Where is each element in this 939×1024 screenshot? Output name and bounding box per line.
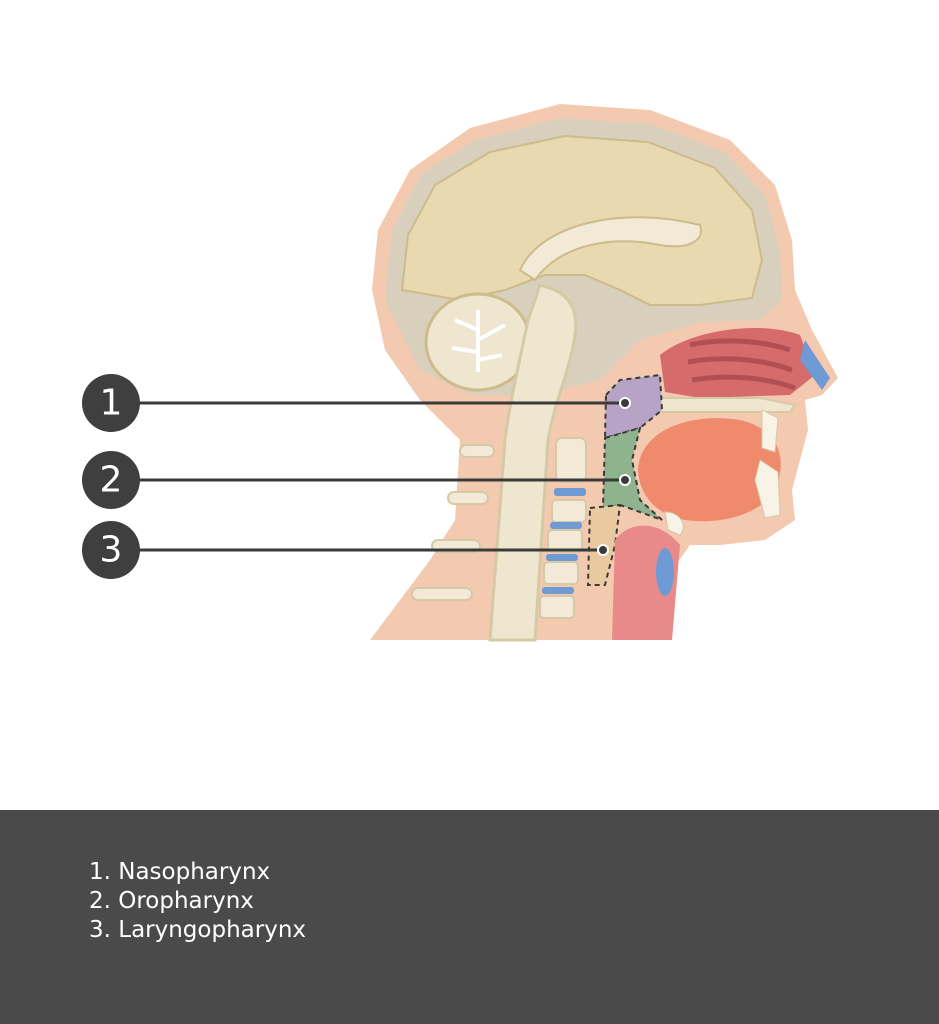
legend-item-laryngopharynx: 3. Laryngopharynx [89, 917, 307, 943]
oropharynx-region [601, 426, 663, 521]
marker-1: 1 [82, 374, 140, 432]
epiglottis [664, 511, 684, 536]
arbor-vitae [451, 310, 506, 372]
leader-endpoint-2 [619, 474, 631, 486]
marker-1-number: 1 [100, 383, 123, 424]
nasopharynx-region [603, 373, 664, 440]
pharynx-anatomy-diagram: 1 2 3 [82, 104, 838, 642]
upper-teeth [761, 409, 779, 453]
cervical-vertebrae [539, 437, 587, 619]
leader-endpoint-1 [619, 397, 631, 409]
lower-teeth [754, 459, 781, 519]
legend-item-oropharynx: 2. Oropharynx [89, 888, 254, 914]
marker-3: 3 [82, 521, 140, 579]
thyroid-cartilage [656, 548, 674, 596]
tongue [638, 418, 781, 522]
leader-endpoint-3 [597, 544, 609, 556]
corpus-callosum [518, 216, 702, 282]
legend-list: 1. Nasopharynx 2. Oropharynx 3. Laryngop… [89, 858, 306, 945]
marker-2-number: 2 [100, 460, 123, 501]
cerebrum [400, 134, 764, 306]
marker-3-number: 3 [100, 530, 123, 571]
nasal-cartilage [800, 340, 830, 390]
legend-panel: 1. Nasopharynx 2. Oropharynx 3. Laryngop… [0, 810, 939, 1024]
legend-item-nasopharynx: 1. Nasopharynx [89, 859, 271, 885]
nasal-conchae [687, 338, 796, 391]
intervertebral-discs [542, 488, 586, 594]
marker-2: 2 [82, 451, 140, 509]
